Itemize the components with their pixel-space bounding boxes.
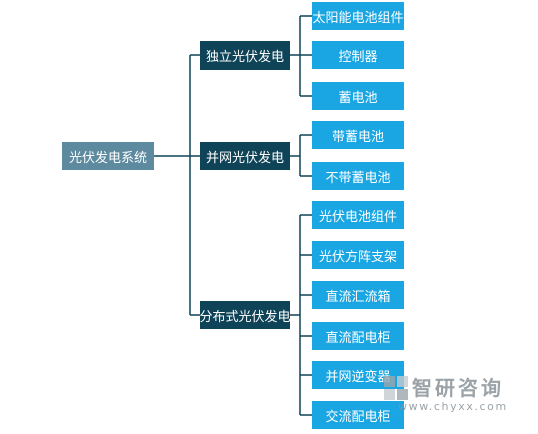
leaf-node: 蓄电池 [312, 82, 404, 110]
leaf-node: 控制器 [312, 41, 404, 69]
branch-node-grid-connected: 并网光伏发电 [200, 142, 290, 170]
leaf-node: 交流配电柜 [312, 401, 404, 429]
watermark-title: 智研咨询 [412, 376, 504, 400]
leaf-node: 不带蓄电池 [312, 162, 404, 190]
root-node: 光伏发电系统 [62, 142, 154, 170]
watermark-url: www.chyxx.com [398, 400, 508, 413]
branch-node-standalone: 独立光伏发电 [200, 41, 290, 70]
leaf-node: 直流配电柜 [312, 322, 404, 350]
leaf-node: 直流汇流箱 [312, 281, 404, 309]
leaf-node: 带蓄电池 [312, 121, 404, 149]
watermark: 智研咨询 www.chyxx.com [384, 372, 534, 420]
leaf-node: 光伏电池组件 [312, 201, 404, 229]
watermark-logo-icon [384, 376, 410, 402]
leaf-node: 光伏方阵支架 [312, 241, 404, 269]
branch-node-distributed: 分布式光伏发电 [200, 301, 291, 329]
leaf-node: 太阳能电池组件 [312, 2, 404, 30]
